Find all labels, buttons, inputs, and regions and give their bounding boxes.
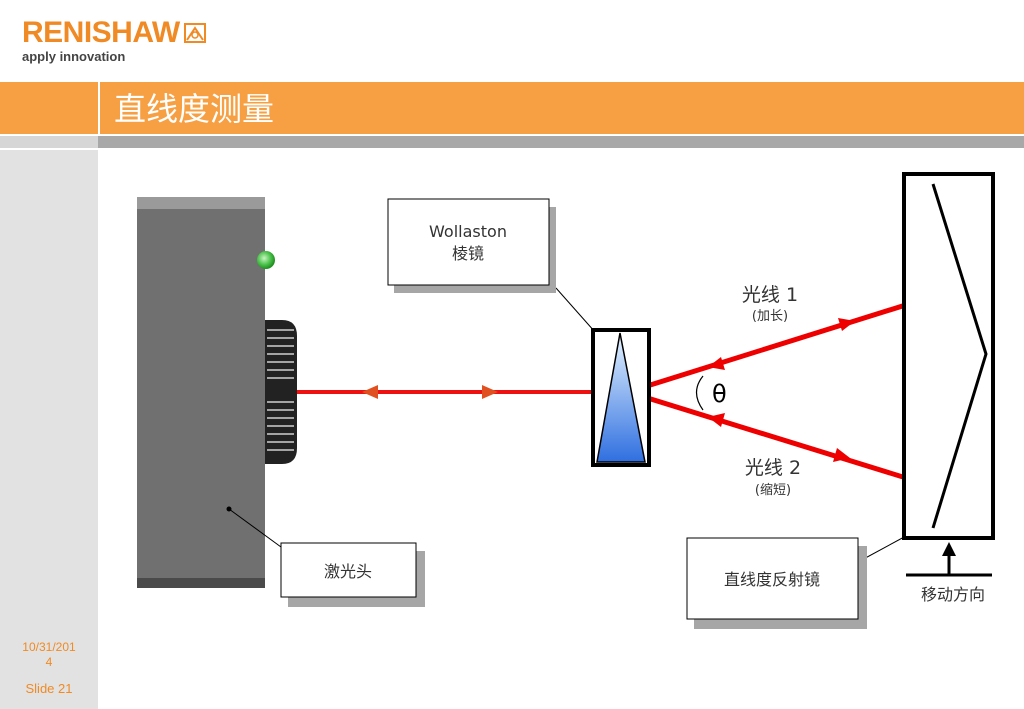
slide-title: 直线度测量: [114, 90, 275, 128]
header-strip: [0, 136, 1024, 148]
reflector-mirror: [931, 183, 988, 529]
logo-mark-icon: [183, 23, 206, 43]
status-led-icon: [257, 251, 275, 269]
wollaston-label-line2: 棱镜: [452, 244, 484, 263]
title-separator: [98, 82, 100, 148]
beam-1-label: 光线 1: [742, 284, 798, 306]
prism-wedge: [596, 332, 646, 463]
title-bar: [0, 82, 1024, 134]
laser-head: [137, 197, 297, 588]
angle-arc-icon: [695, 375, 704, 411]
logo-tagline: apply innovation: [22, 49, 126, 64]
header-strip-left: [0, 136, 98, 148]
left-panel: [0, 150, 98, 709]
wollaston-prism: θ: [555, 287, 727, 467]
angle-theta-label: θ: [712, 380, 727, 408]
laser-head-body: [137, 197, 265, 588]
beam-2-sublabel: (缩短): [755, 482, 791, 498]
footer-slide-number: Slide 21: [25, 681, 73, 696]
laser-head-leader: [228, 508, 282, 548]
laser-head-top-edge: [137, 197, 265, 209]
wollaston-label-line1: Wollaston: [429, 222, 507, 241]
main-beam: [297, 385, 625, 399]
beam-2-label: 光线 2: [745, 457, 801, 479]
beam-arrow-left-icon: [362, 385, 378, 399]
movement-direction: 移动方向: [906, 542, 992, 604]
direction-label: 移动方向: [921, 585, 985, 604]
reflector-label: 直线度反射镜: [724, 570, 820, 589]
laser-head-label-box: 激光头: [280, 542, 425, 607]
beam-1-arrow-in-icon: [708, 357, 725, 370]
beam-2: [627, 389, 946, 493]
beam-1-sublabel: (加长): [752, 309, 788, 324]
laser-head-bottom-edge: [137, 578, 265, 588]
footer-date-line1: 10/31/201: [22, 640, 76, 654]
prism-leader: [555, 287, 596, 333]
laser-head-label: 激光头: [324, 562, 372, 581]
reflector-label-box: 直线度反射镜: [686, 537, 867, 629]
beam-1-arrow-out-icon: [838, 318, 855, 331]
renishaw-logo: RENISHAW apply innovation: [22, 18, 207, 64]
footer-date: 10/31/201 4: [0, 640, 98, 670]
beam-arrow-right-icon: [482, 385, 498, 399]
footer-date-line2: 4: [45, 655, 53, 669]
beam-2-arrow-out-icon: [833, 448, 850, 462]
up-arrow-icon: [942, 542, 956, 556]
straightness-reflector: [857, 172, 995, 563]
laser-aperture-icon: [265, 320, 297, 464]
wollaston-label-box: Wollaston 棱镜: [387, 198, 556, 293]
logo-text: RENISHAW: [22, 16, 180, 49]
beam-2-arrow-in-icon: [708, 413, 725, 427]
reflector-frame: [902, 172, 995, 540]
